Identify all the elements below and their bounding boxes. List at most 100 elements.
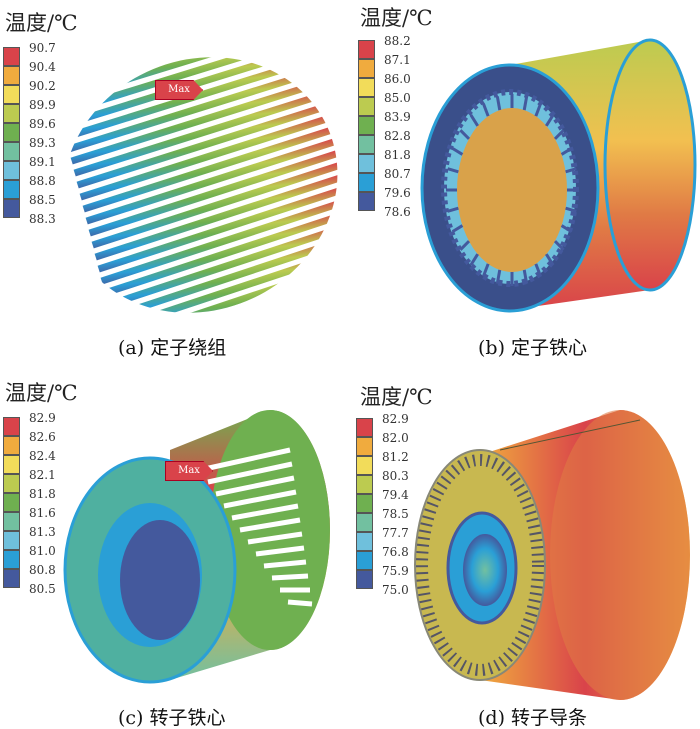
caption-d: (d) 转子导条	[478, 707, 588, 729]
legend-swatch	[356, 418, 373, 437]
legend-title-c: 温度/℃	[5, 381, 78, 405]
legend-swatch	[356, 494, 373, 513]
legend-swatch	[358, 154, 375, 173]
stator-slot	[522, 269, 529, 284]
max-marker-c: Max	[165, 461, 213, 481]
legend-label: 81.6	[29, 506, 56, 520]
legend-swatch	[3, 455, 20, 474]
legend-label: 90.7	[29, 41, 56, 55]
winding-bar	[70, 75, 335, 165]
legend-label: 89.1	[29, 155, 56, 169]
winding-bar	[67, 63, 333, 153]
winding-bar	[94, 171, 351, 261]
stator-slot	[522, 96, 529, 111]
legend-label: 82.6	[29, 430, 56, 444]
legend-swatch	[358, 135, 375, 154]
caption-a: (a) 定子绕组	[118, 337, 227, 359]
legend-swatch	[3, 180, 20, 199]
legend-label: 82.0	[382, 431, 409, 445]
legend-label: 75.9	[382, 564, 409, 578]
stator-slot	[459, 240, 471, 251]
rotor-bars-render	[414, 410, 690, 700]
stator-slot	[565, 167, 577, 174]
legend-label: 81.3	[29, 525, 56, 539]
rotor-slot	[247, 531, 303, 545]
winding-bar	[106, 219, 359, 309]
legend-label: 81.8	[384, 148, 411, 162]
rotor-slot	[231, 503, 299, 521]
legend-label: 86.0	[384, 72, 411, 86]
legend-swatch	[356, 456, 373, 475]
max-marker-a: Max	[155, 80, 203, 100]
winding-bar	[91, 159, 349, 249]
legend-swatch	[356, 437, 373, 456]
winding-bar	[79, 111, 341, 201]
legend-swatch	[358, 78, 375, 97]
legend-label: 76.8	[382, 545, 409, 559]
legend-swatch	[3, 493, 20, 512]
legend-label: 82.4	[29, 449, 56, 463]
caption-b: (b) 定子铁心	[478, 337, 588, 359]
legend-swatch	[358, 40, 375, 59]
legend-label: 80.8	[29, 563, 56, 577]
legend-label: 82.8	[384, 129, 411, 143]
stator-slot	[534, 102, 543, 117]
legend-label: 82.9	[382, 412, 409, 426]
legend-label: 81.0	[29, 544, 56, 558]
legend-swatch	[3, 199, 20, 218]
legend-label: 90.2	[29, 79, 56, 93]
legend-swatch	[3, 104, 20, 123]
legend-swatch	[3, 47, 20, 66]
legend-title-a: 温度/℃	[5, 11, 78, 35]
stator-slot	[481, 263, 490, 278]
legend-swatch	[3, 512, 20, 531]
winding-bar	[85, 135, 345, 225]
legend-label: 88.2	[384, 34, 411, 48]
winding-bar	[73, 87, 337, 177]
legend-label: 82.1	[29, 468, 56, 482]
stator-slot	[481, 102, 490, 117]
rotor-core-render	[63, 410, 330, 684]
legend-swatch	[356, 570, 373, 589]
legend-label: 88.3	[29, 212, 56, 226]
legend-label: 75.0	[382, 583, 409, 597]
legend-swatch	[358, 116, 375, 135]
legend-title-d: 温度/℃	[360, 385, 433, 409]
stator-core-render	[420, 38, 697, 313]
stator-slot	[451, 147, 464, 156]
stator-slot	[565, 206, 577, 213]
stator-slot	[495, 96, 502, 111]
legend-swatch	[3, 66, 20, 85]
stator-slot	[534, 263, 543, 278]
legend-label: 79.6	[384, 186, 411, 200]
legend-label: 89.6	[29, 117, 56, 131]
winding-bar	[88, 147, 347, 237]
legend-swatch	[3, 569, 20, 588]
legend-swatch	[356, 532, 373, 551]
legend-label: 89.9	[29, 98, 56, 112]
legend-swatch	[3, 85, 20, 104]
legend-swatch	[3, 531, 20, 550]
winding-bar	[103, 207, 357, 297]
rotor-slot	[199, 447, 291, 473]
legend-label: 77.7	[382, 526, 409, 540]
rotor-slot	[207, 461, 293, 485]
winding-bar	[97, 183, 353, 273]
legend-swatch	[3, 142, 20, 161]
legend-label: 79.4	[382, 488, 409, 502]
winding-bar	[82, 123, 343, 213]
legend-swatch	[358, 173, 375, 192]
legend-swatch	[3, 417, 20, 436]
winding-bar	[100, 195, 355, 285]
rotor-slot	[223, 489, 297, 509]
legend-swatch	[3, 550, 20, 569]
legend-swatch	[358, 97, 375, 116]
legend-label: 81.8	[29, 487, 56, 501]
stator-slot	[495, 269, 502, 284]
rotor-slot	[287, 599, 313, 607]
stator-slot	[451, 224, 464, 233]
stator-slot	[560, 147, 573, 156]
legend-label: 85.0	[384, 91, 411, 105]
